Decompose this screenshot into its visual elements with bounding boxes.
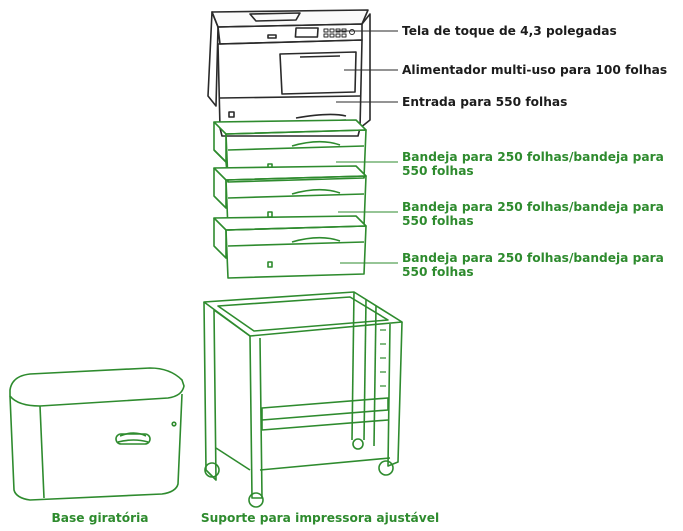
tray-stack <box>213 119 367 279</box>
swivel-base-illustration <box>9 367 185 501</box>
label-tray-2: Bandeja para 250 folhas/bandeja para 550… <box>402 200 664 228</box>
label-tray-3: Bandeja para 250 folhas/bandeja para 550… <box>402 251 664 279</box>
tray-3-illustration <box>213 215 367 279</box>
label-multipurpose-feeder: Alimentador multi-uso para 100 folhas <box>402 63 668 77</box>
adjustable-stand-illustration <box>203 291 403 508</box>
label-touchscreen: Tela de toque de 4,3 polegadas <box>402 24 617 38</box>
caption-swivel-base: Base giratória <box>51 511 149 525</box>
label-input-550: Entrada para 550 folhas <box>402 95 568 109</box>
leader-lines <box>336 30 398 264</box>
printer-illustration <box>207 9 371 137</box>
caption-adjustable-stand: Suporte para impressora ajustável <box>200 511 440 525</box>
tray-1-illustration <box>213 119 367 183</box>
label-tray-1: Bandeja para 250 folhas/bandeja para 550… <box>402 150 664 178</box>
